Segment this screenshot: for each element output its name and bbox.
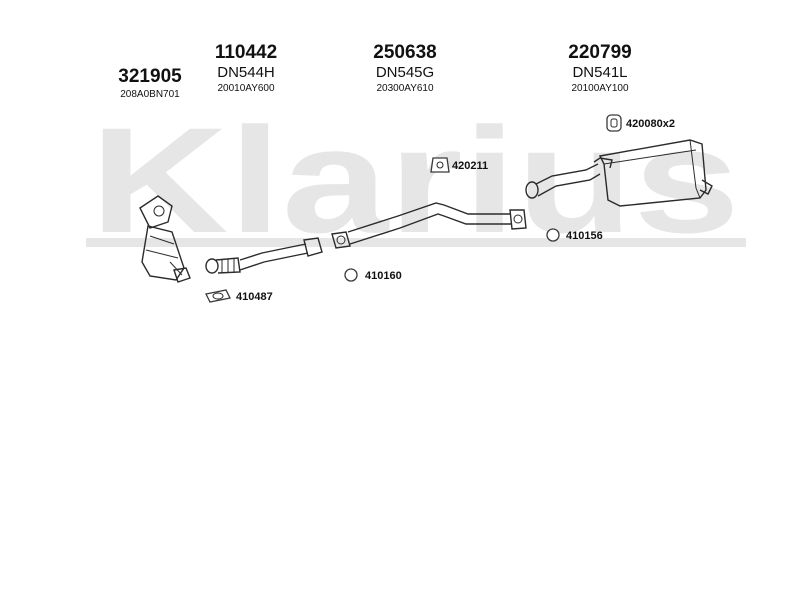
part-oem-number: 20300AY610 (376, 83, 434, 94)
part-label-110442: 110442 DN544H 20010AY600 (192, 42, 300, 95)
watermark-underline (86, 238, 746, 247)
gasket-ring-icon (546, 228, 560, 242)
flange-gasket-icon (205, 289, 231, 303)
accessory-label-410487: 410487 (236, 291, 273, 303)
gasket-ring-icon (344, 268, 358, 282)
centre-pipe (331, 202, 527, 249)
part-model-code: DN544H (217, 64, 275, 81)
part-oem-number: 208A0BN701 (120, 89, 180, 100)
catalytic-converter (139, 195, 191, 283)
rubber-hanger-icon (606, 114, 622, 132)
accessory-label-410160: 410160 (365, 270, 402, 282)
accessory-label-420211: 420211 (452, 160, 489, 172)
part-model-code: DN545G (375, 64, 435, 81)
part-number: 110442 (214, 42, 278, 63)
accessory-label-420080x2: 420080x2 (626, 118, 675, 130)
part-model-code: DN541L (572, 64, 628, 81)
part-label-250638: 250638 DN545G 20300AY610 (351, 42, 459, 95)
part-label-220799: 220799 DN541L 20100AY100 (546, 42, 654, 95)
part-oem-number: 20010AY600 (217, 83, 275, 94)
part-number: 250638 (373, 42, 437, 63)
part-oem-number: 20100AY100 (571, 83, 629, 94)
accessory-label-410156: 410156 (566, 230, 603, 242)
rear-silencer (525, 139, 713, 207)
rubber-mount-icon (430, 157, 450, 173)
part-number: 321905 (118, 66, 182, 87)
part-number: 220799 (568, 42, 632, 63)
part-label-321905: 321905 208A0BN701 (96, 66, 204, 101)
watermark-text: Klarius (90, 96, 740, 264)
front-pipe (205, 237, 323, 274)
